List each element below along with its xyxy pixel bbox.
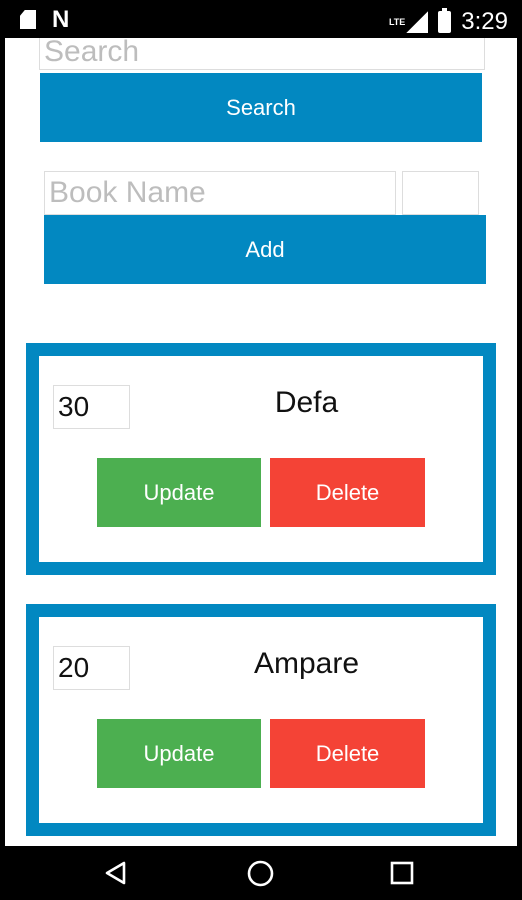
book-quantity[interactable]: 20 xyxy=(53,646,130,690)
network-type-label: LTE xyxy=(388,17,406,27)
status-bar: N LTE 3:29 xyxy=(0,0,522,38)
battery-icon xyxy=(438,8,452,33)
book-card: 30 Defa Update Delete xyxy=(26,343,496,575)
app-content: Search Add 30 Defa Update Delete 20 Ampa… xyxy=(5,38,517,846)
book-name-input[interactable] xyxy=(44,171,396,215)
n-notification-icon: N xyxy=(52,6,70,33)
book-name: Defa xyxy=(274,386,339,419)
signal-icon xyxy=(406,11,429,33)
book-name: Ampare xyxy=(253,647,360,680)
delete-button[interactable]: Delete xyxy=(270,458,425,527)
update-button[interactable]: Update xyxy=(97,719,261,788)
add-button[interactable]: Add xyxy=(44,215,486,284)
signal-group: LTE xyxy=(388,11,429,33)
book-card: 20 Ampare Update Delete xyxy=(26,604,496,836)
search-input[interactable] xyxy=(39,38,485,70)
status-icons: LTE 3:29 xyxy=(389,8,508,36)
sd-card-icon xyxy=(20,10,36,29)
navigation-bar xyxy=(0,846,522,900)
back-icon[interactable] xyxy=(103,860,129,886)
delete-button[interactable]: Delete xyxy=(270,719,425,788)
quantity-input[interactable] xyxy=(402,171,479,215)
recents-icon[interactable] xyxy=(390,861,414,885)
home-icon[interactable] xyxy=(247,860,274,887)
update-button[interactable]: Update xyxy=(97,458,261,527)
book-quantity[interactable]: 30 xyxy=(53,385,130,429)
clock: 3:29 xyxy=(461,8,508,35)
search-button[interactable]: Search xyxy=(40,73,482,142)
